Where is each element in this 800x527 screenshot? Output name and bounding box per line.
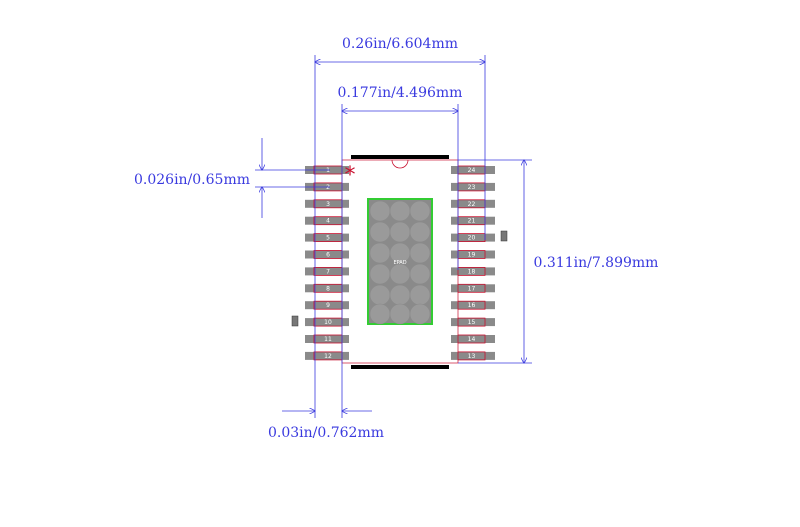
pin-number: 9 xyxy=(326,302,330,309)
pin-right-14: 14 xyxy=(451,334,495,344)
dim-overall-width xyxy=(315,55,485,418)
pin-number: 23 xyxy=(468,184,476,191)
pin-right-13: 13 xyxy=(451,351,495,361)
dim-pad-length-label: 0.03in/0.762mm xyxy=(268,425,384,441)
pin-right-18: 18 xyxy=(451,266,495,276)
pin-pad xyxy=(451,267,495,276)
pin-number: 5 xyxy=(326,235,330,242)
pin-number: 11 xyxy=(324,336,332,343)
pin-pad xyxy=(305,318,349,327)
pin-pad xyxy=(305,233,349,242)
pin-number: 21 xyxy=(468,218,476,225)
pin-number: 6 xyxy=(326,252,330,259)
pin-number: 10 xyxy=(324,319,332,326)
pin-land-outline xyxy=(457,317,486,327)
pin-number: 7 xyxy=(326,268,330,275)
thermal-pad-label: EPAD xyxy=(393,260,406,266)
pin-number: 8 xyxy=(326,285,330,292)
pin-right-16: 16 xyxy=(451,300,495,310)
pin-number: 1 xyxy=(326,167,330,174)
pin-pad xyxy=(451,284,495,293)
dim-height xyxy=(458,160,532,363)
pin-right-15: 15 xyxy=(451,317,495,327)
pin-land-outline xyxy=(457,266,486,276)
pin-pad xyxy=(305,351,349,360)
pin-pad xyxy=(451,182,495,191)
pin-number: 15 xyxy=(468,319,476,326)
pin-number: 22 xyxy=(468,201,476,208)
pin-land-outline xyxy=(457,334,486,344)
pin-number: 17 xyxy=(468,285,476,292)
pin-land-outline xyxy=(457,283,486,293)
dim-body-width xyxy=(342,104,458,418)
pin-pad xyxy=(305,284,349,293)
pin-pad xyxy=(305,199,349,208)
body-top-bar xyxy=(351,155,449,159)
pin-pad xyxy=(451,351,495,360)
pin-number: 3 xyxy=(326,201,330,208)
pin-pad xyxy=(451,250,495,259)
pin-number: 24 xyxy=(468,167,476,174)
pin1-marker: * xyxy=(345,163,356,188)
pin-pad xyxy=(451,166,495,174)
pin-number: 14 xyxy=(468,336,476,343)
pin-pad xyxy=(305,250,349,259)
fiducial-right xyxy=(500,230,508,242)
pin-number: 19 xyxy=(468,252,476,259)
pin-pad xyxy=(451,335,495,343)
pin-pad xyxy=(451,216,495,225)
dim-pitch xyxy=(255,138,330,218)
pin-pad xyxy=(451,233,495,242)
dim-height-label: 0.311in/7.899mm xyxy=(534,255,659,271)
dim-body-width-label: 0.177in/4.496mm xyxy=(338,85,463,101)
right-pin-column: 24 23 22 21 20 19 18 17 16 15 14 13 xyxy=(451,165,495,361)
pin-number: 13 xyxy=(468,353,476,360)
dim-overall-width-label: 0.26in/6.604mm xyxy=(342,36,458,52)
pin-land-outline xyxy=(457,300,486,310)
pin-pad xyxy=(305,267,349,276)
pin-pad xyxy=(451,199,495,208)
pin-number: 16 xyxy=(468,302,476,309)
pin-land-outline xyxy=(457,351,486,361)
pin-number: 20 xyxy=(468,235,476,242)
pin-pad xyxy=(305,216,349,225)
pin-number: 4 xyxy=(326,218,330,225)
pin-pad xyxy=(451,318,495,327)
pin1-notch xyxy=(391,159,409,169)
pin-number: 12 xyxy=(324,353,332,360)
fiducial-left xyxy=(291,315,299,327)
pin-pad xyxy=(305,335,349,343)
pin-right-17: 17 xyxy=(451,283,495,293)
dim-pitch-label: 0.026in/0.65mm xyxy=(134,172,250,188)
pin-pad xyxy=(305,301,349,310)
thermal-pad: EPAD xyxy=(367,198,433,325)
pin-pad xyxy=(451,301,495,310)
body-bottom-bar xyxy=(351,365,449,369)
pin-number: 18 xyxy=(468,268,476,275)
